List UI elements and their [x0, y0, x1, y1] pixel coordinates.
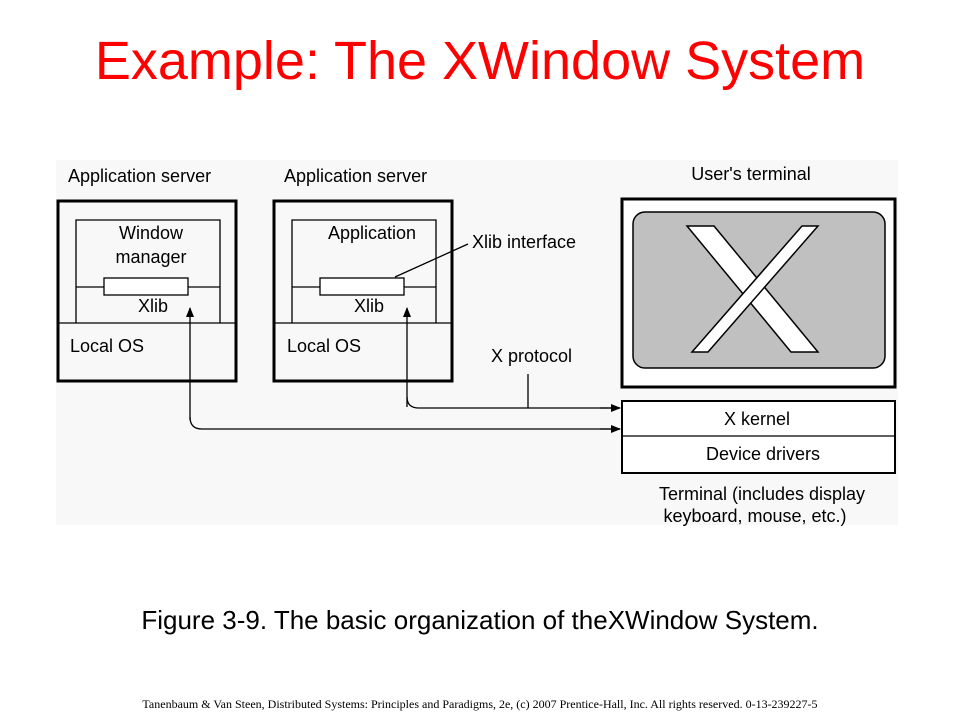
slide-title: Example: The XWindow System: [94, 31, 866, 91]
server2-xlib-bar: [319, 277, 405, 296]
server1-xlib-label: Xlib: [138, 296, 168, 316]
terminal-caption-line2: keyboard, mouse, etc.): [663, 506, 846, 526]
server2-app-frame: [291, 219, 437, 323]
device-drivers-label: Device drivers: [706, 444, 820, 464]
server2-box: [272, 199, 454, 383]
copyright-footer: Tanenbaum & Van Steen, Distributed Syste…: [142, 697, 818, 711]
x-logo-icon: [685, 225, 820, 353]
server2-label: Application server: [284, 166, 427, 186]
server1-box: [56, 199, 238, 383]
x-kernel-label: X kernel: [724, 409, 790, 429]
server1-protocol-link: [189, 416, 620, 430]
server1-label: Application server: [68, 166, 211, 186]
xlib-interface-label: Xlib interface: [472, 232, 576, 252]
server1-wm-line1: Window: [119, 223, 184, 243]
server2-app-label: Application: [328, 223, 416, 243]
x-protocol-label: X protocol: [491, 346, 572, 366]
xlib-interface-leader: [394, 243, 469, 278]
server1-os-label: Local OS: [70, 336, 144, 356]
terminal-kernel-box: [621, 400, 896, 474]
terminal-label: User's terminal: [691, 164, 810, 184]
figure-caption: Figure 3-9. The basic organization of th…: [141, 605, 819, 635]
server1-xlib-bar: [103, 277, 189, 296]
server1-wm-line2: manager: [115, 247, 186, 267]
server2-xlib-label: Xlib: [354, 296, 384, 316]
server1-app-frame: [75, 219, 221, 323]
terminal-caption-line1: Terminal (includes display: [659, 484, 865, 504]
server2-os-label: Local OS: [287, 336, 361, 356]
server2-protocol-link: [406, 396, 620, 409]
